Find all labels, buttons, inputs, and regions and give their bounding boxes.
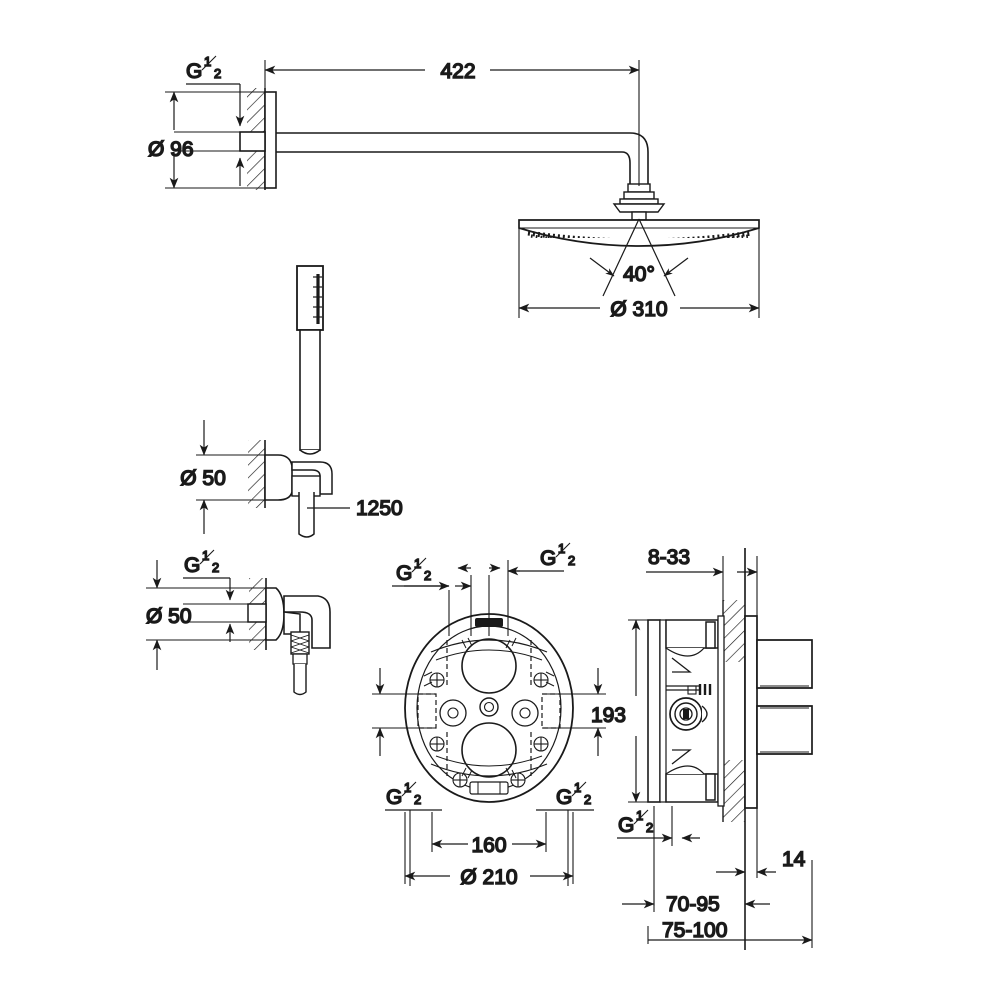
g-thread-denominator-rough-bot-right: 2 <box>584 792 591 807</box>
g-thread-denominator-rough-bot-left: 2 <box>414 792 421 807</box>
leader-g-half-side: G 1 2 <box>617 806 700 906</box>
arm-wall-flange <box>264 91 277 189</box>
spray-nozzles <box>527 230 753 238</box>
wall-thickness-label: 8-33 <box>648 546 690 569</box>
g-thread-numerator-rough-top-right: 1 <box>558 541 565 556</box>
arm-length-label: 422 <box>440 60 475 83</box>
g-thread-letter-rough-bot-left: G <box>386 786 402 809</box>
install-depth-min-label: 70-95 <box>666 893 720 916</box>
view-hand-shower: Ø 50 1250 <box>179 265 403 538</box>
head-shower-body <box>518 219 760 247</box>
g-thread-letter-rough-bot-right: G <box>556 786 572 809</box>
rough-in-internal-detail <box>417 618 561 795</box>
dim-body-diameter: Ø 210 <box>404 812 574 890</box>
rough-in-bottom-thread-dims: G 1 2 G 1 2 <box>385 779 594 886</box>
g-thread-numerator-rough-bot-left: 1 <box>404 780 411 795</box>
hose-length-label: 1250 <box>356 497 403 520</box>
rough-in-box-section <box>647 615 725 807</box>
inlet-spacing-label: 160 <box>471 834 506 857</box>
g-thread-numerator-rough-bot-right: 1 <box>574 780 581 795</box>
dim-flange-diameter: Ø 96 <box>147 91 276 189</box>
leader-g-half-outlet: G 1 2 <box>183 547 248 642</box>
hand-shower-wall-union <box>264 454 333 501</box>
shower-arm <box>276 132 649 186</box>
g-thread-numerator-outlet: 1 <box>202 548 209 563</box>
outlet-escutcheon <box>247 587 285 641</box>
arm-thread-stub <box>239 131 266 152</box>
g-thread-letter-arm: G <box>186 60 202 83</box>
wall-hatch-holder <box>248 440 266 508</box>
outlet-diameter-label: Ø 50 <box>146 605 192 628</box>
head-diameter-label: Ø 310 <box>610 298 667 321</box>
body-height-label: 193 <box>591 704 626 727</box>
trim-handle-lower <box>756 705 813 755</box>
dim-body-height: 193 <box>590 619 666 803</box>
g-thread-denominator-rough-top-right: 2 <box>568 553 575 568</box>
dim-inlet-spacing: 160 <box>431 812 547 858</box>
g-thread-denominator-outlet: 2 <box>212 560 219 575</box>
shower-hose <box>298 492 315 538</box>
trim-escutcheon-plate <box>744 615 758 809</box>
g-thread-numerator-rough-top-left: 1 <box>414 556 421 571</box>
dim-head-diameter: Ø 310 <box>518 228 760 322</box>
flange-diameter-label: Ø 96 <box>148 138 194 161</box>
g-thread-denominator-rough-top-left: 2 <box>424 568 431 583</box>
dim-wall-thickness: 8-33 <box>646 545 758 616</box>
rough-in-top-thread-dims: G 1 2 G 1 2 <box>392 540 576 636</box>
install-depth-max-label: 75-100 <box>662 919 727 942</box>
wall-hatch-side <box>722 548 746 950</box>
dim-install-depth-max: 75-100 <box>647 860 813 948</box>
trim-handle-upper <box>756 639 813 689</box>
dim-trim-depth: 14 <box>716 808 806 878</box>
cartridge-boss <box>669 697 708 731</box>
dim-arm-length: 422 <box>264 59 640 186</box>
trim-handles <box>756 639 813 755</box>
dim-install-depth-min: 70-95 <box>622 890 770 917</box>
view-rough-in-front: G 1 2 G 1 2 G 1 2 G 1 2 <box>372 540 606 890</box>
rough-in-side-ticks <box>372 668 606 756</box>
spray-angle-indicator: 40° <box>589 218 689 297</box>
g-thread-numerator-side: 1 <box>636 808 643 823</box>
body-diameter-label: Ø 210 <box>460 866 517 889</box>
spray-angle-label: 40° <box>623 263 655 286</box>
g-thread-letter-rough-top-right: G <box>540 547 556 570</box>
g-thread-letter-rough-top-left: G <box>396 562 412 585</box>
leader-hose-length: 1250 <box>307 496 403 521</box>
leader-g-half-arm: G 1 2 <box>174 53 245 186</box>
view-wall-outlet: Ø 50 G 1 2 <box>145 547 331 696</box>
handset-handle <box>299 329 321 455</box>
view-rough-in-side: 8-33 193 G 1 2 14 <box>590 545 813 950</box>
g-thread-letter-outlet: G <box>184 554 200 577</box>
g-thread-letter-side: G <box>618 814 634 837</box>
trim-depth-label: 14 <box>782 848 806 871</box>
g-thread-denominator-arm: 2 <box>214 66 221 81</box>
arm-head-connector <box>612 183 666 221</box>
outlet-hose-nut <box>290 631 310 696</box>
dim-outlet-diameter: Ø 50 <box>145 560 272 670</box>
holder-diameter-label: Ø 50 <box>180 467 226 490</box>
g-thread-denominator-side: 2 <box>646 820 653 835</box>
body-label-plate <box>687 684 712 695</box>
dim-holder-diameter: Ø 50 <box>179 420 272 534</box>
g-thread-numerator-arm: 1 <box>204 54 211 69</box>
handset-head <box>296 265 324 331</box>
view-head-shower: 40° Ø 310 422 Ø 96 <box>147 53 760 322</box>
